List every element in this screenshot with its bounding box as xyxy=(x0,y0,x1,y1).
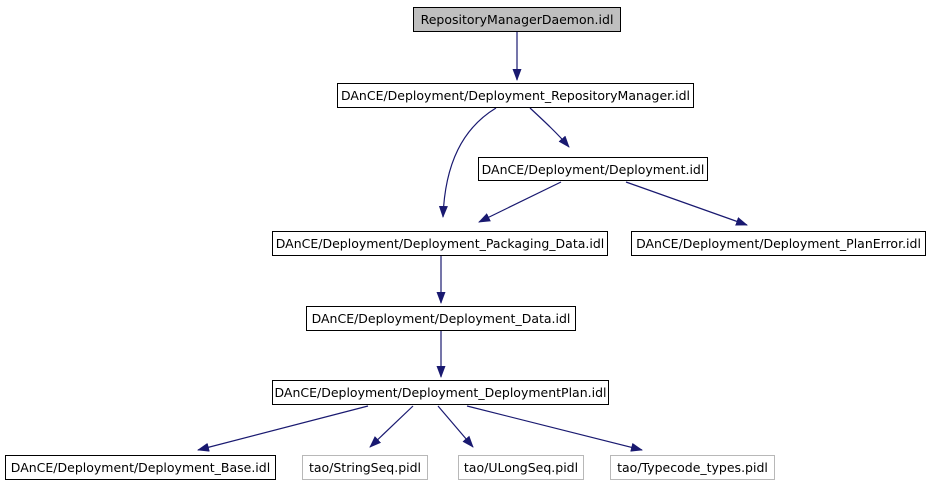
node-deployment-idl[interactable]: DAnCE/Deployment/Deployment.idl xyxy=(478,157,708,181)
edge-deploymentplan-to-typecode-types xyxy=(466,405,643,452)
edge-deploymentplan-to-ulongseq xyxy=(437,405,474,448)
node-tao-ulongseq-pidl: tao/ULongSeq.pidl xyxy=(458,455,584,480)
node-deployment-packaging-data-idl[interactable]: DAnCE/Deployment/Deployment_Packaging_Da… xyxy=(272,231,608,256)
node-tao-typecode-types-pidl: tao/Typecode_types.pidl xyxy=(610,455,775,480)
edge-repositorymanager-to-packaging-data xyxy=(438,107,497,218)
edge-deployment-to-planerror xyxy=(625,181,748,226)
node-deployment-repositorymanager-idl[interactable]: DAnCE/Deployment/Deployment_RepositoryMa… xyxy=(337,83,694,108)
node-deployment-base-idl[interactable]: DAnCE/Deployment/Deployment_Base.idl xyxy=(5,455,276,480)
node-deployment-planerror-idl[interactable]: DAnCE/Deployment/Deployment_PlanError.id… xyxy=(631,231,926,256)
node-deployment-data-idl[interactable]: DAnCE/Deployment/Deployment_Data.idl xyxy=(306,306,576,331)
edge-deploymentplan-to-stringseq xyxy=(369,405,414,448)
edge-deployment-to-packaging-data xyxy=(478,181,562,223)
node-tao-stringseq-pidl: tao/StringSeq.pidl xyxy=(302,455,428,480)
edge-repositorymanager-to-deployment xyxy=(529,107,570,148)
edge-deploymentplan-to-base xyxy=(197,405,369,452)
node-repositorymanagerdaemon-idl: RepositoryManagerDaemon.idl xyxy=(413,7,621,32)
node-deployment-deploymentplan-idl[interactable]: DAnCE/Deployment/Deployment_DeploymentPl… xyxy=(272,380,609,405)
